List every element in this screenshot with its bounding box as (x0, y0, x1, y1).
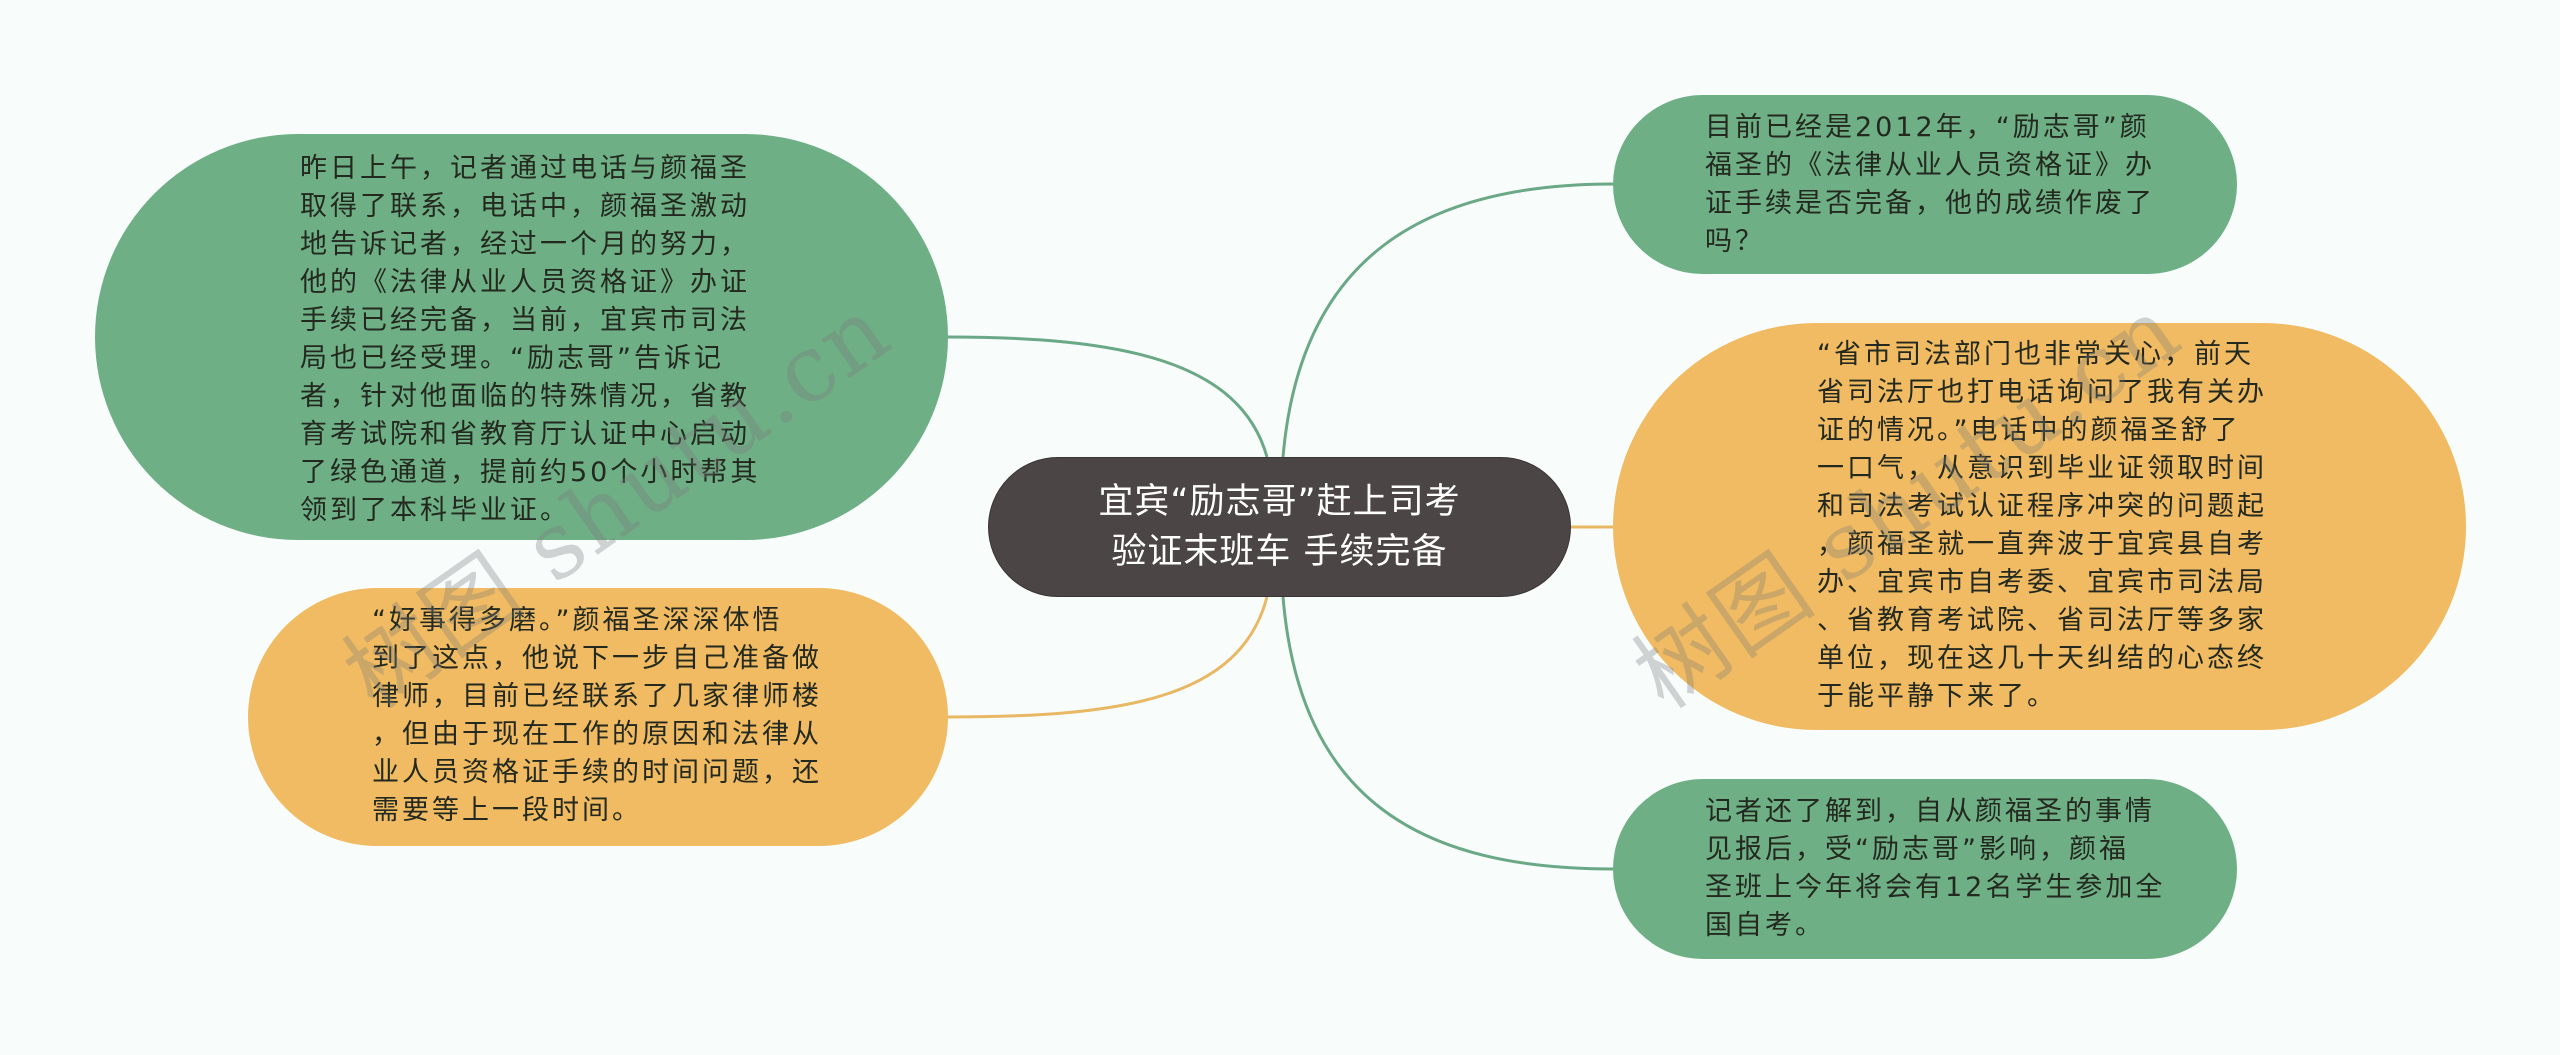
root-node[interactable]: 宜宾“励志哥”赶上司考 验证末班车 手续完备 (988, 457, 1571, 597)
node-right-top[interactable]: 目前已经是2012年，“励志哥”颜 福圣的《法律从业人员资格证》办 证手续是否完… (1613, 95, 2237, 274)
node-right-top-text: 目前已经是2012年，“励志哥”颜 福圣的《法律从业人员资格证》办 证手续是否完… (1705, 112, 2155, 257)
node-right-bottom[interactable]: 记者还了解到，自从颜福圣的事情 见报后，受“励志哥”影响，颜福 圣班上今年将会有… (1613, 779, 2237, 959)
root-node-title: 宜宾“励志哥”赶上司考 验证末班车 手续完备 (1098, 482, 1461, 572)
node-left-bottom-text: “好事得多磨。”颜福圣深深体悟 到了这点，他说下一步自己准备做 律师，目前已经联… (372, 605, 822, 826)
node-right-bottom-text: 记者还了解到，自从颜福圣的事情 见报后，受“励志哥”影响，颜福 圣班上今年将会有… (1705, 796, 2166, 941)
connector-left-bottom (946, 596, 1269, 719)
connector-right-top (1281, 182, 1614, 458)
node-left-bottom[interactable]: “好事得多磨。”颜福圣深深体悟 到了这点，他说下一步自己准备做 律师，目前已经联… (248, 588, 948, 846)
node-left-top-text: 昨日上午，记者通过电话与颜福圣 取得了联系，电话中，颜福圣激动 地告诉记者，经过… (300, 153, 761, 526)
connector-right-bottom (1281, 596, 1614, 871)
node-right-middle-text: “省市司法部门也非常关心，前天 省司法厅也打电话询问了我有关办 证的情况。”电话… (1817, 339, 2267, 712)
node-right-middle[interactable]: “省市司法部门也非常关心，前天 省司法厅也打电话询问了我有关办 证的情况。”电话… (1613, 323, 2466, 730)
node-left-top[interactable]: 昨日上午，记者通过电话与颜福圣 取得了联系，电话中，颜福圣激动 地告诉记者，经过… (95, 134, 948, 540)
connector-left-top (946, 335, 1269, 458)
